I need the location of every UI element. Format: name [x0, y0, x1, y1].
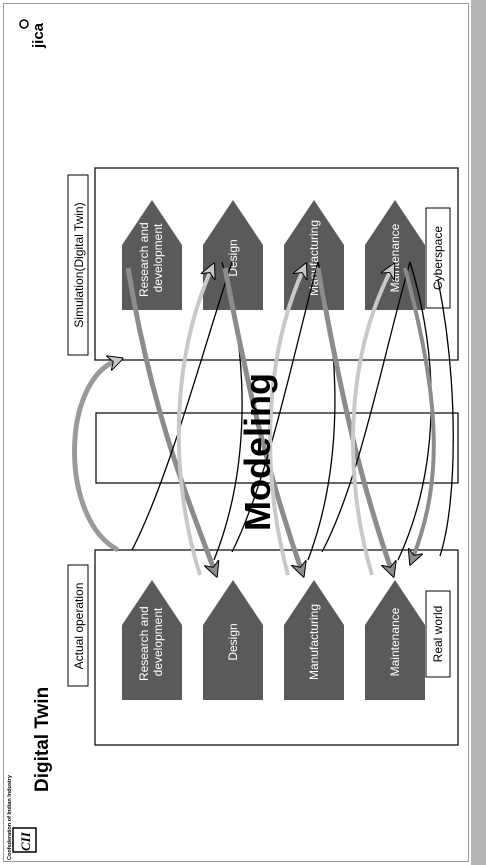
modeling-label: Modeling: [237, 373, 278, 531]
real-chevron-maintenance: Maintenance: [365, 580, 425, 700]
real-world-tag: Real world: [425, 590, 451, 678]
cyberspace-tag-text: Cyberspace: [431, 226, 445, 290]
svg-text:Research and development: Research and development: [137, 603, 165, 681]
simulation-label: Simulation(Digital Twin): [67, 174, 89, 356]
cycle-arrows-right: [403, 267, 454, 560]
simulation-text: Simulation(Digital Twin): [72, 202, 86, 327]
cyber-stage-maintenance: Maintenance: [388, 223, 402, 292]
cyber-stage-research-line2: development: [151, 223, 165, 292]
cycle-arrow-left-gray: [72, 360, 119, 553]
real-chevron-manufacturing: Manufacturing: [284, 580, 344, 700]
slide-title: Digital Twin: [32, 687, 53, 792]
real-world-tag-text: Real world: [431, 606, 445, 663]
real-stage-manufacturing: Manufacturing: [307, 604, 321, 680]
cyber-chevron-maintenance: Maintenance: [365, 200, 425, 310]
cyber-stage-research-line1: Research and: [137, 222, 151, 297]
real-chevron-design: Design: [203, 580, 263, 700]
slide-frame: [3, 3, 469, 862]
cyber-chevron-research: Research and development: [122, 200, 182, 310]
real-stage-research-line2: development: [151, 607, 165, 676]
jica-logo: jica: [30, 22, 47, 49]
real-stage-maintenance: Maintenance: [388, 607, 402, 676]
real-chevron-research: Research and development: [122, 580, 182, 700]
cyberspace-tag: Cyberspace: [425, 207, 451, 309]
real-stage-research-line1: Research and: [137, 606, 151, 681]
cii-logo-box: [12, 827, 37, 853]
real-stage-design: Design: [226, 623, 240, 660]
actual-operation-label: Actual operation: [67, 564, 89, 687]
cyber-stage-design: Design: [226, 239, 240, 276]
cii-caption: Confederation of Indian Industry: [7, 774, 13, 860]
svg-text:Research and development: Research and development: [137, 219, 165, 297]
actual-operation-text: Actual operation: [72, 583, 86, 670]
cyber-chevron-design: Design: [203, 200, 263, 310]
slide-header: Digital Twin CII Confederation of Indian…: [7, 19, 53, 860]
cycle-arrows-maintenance: [315, 262, 432, 575]
real-world-frame: [94, 549, 459, 746]
cii-logo: CII: [18, 831, 33, 851]
jica-logo-dot: [19, 19, 29, 29]
side-strip: 89: [471, 0, 486, 865]
